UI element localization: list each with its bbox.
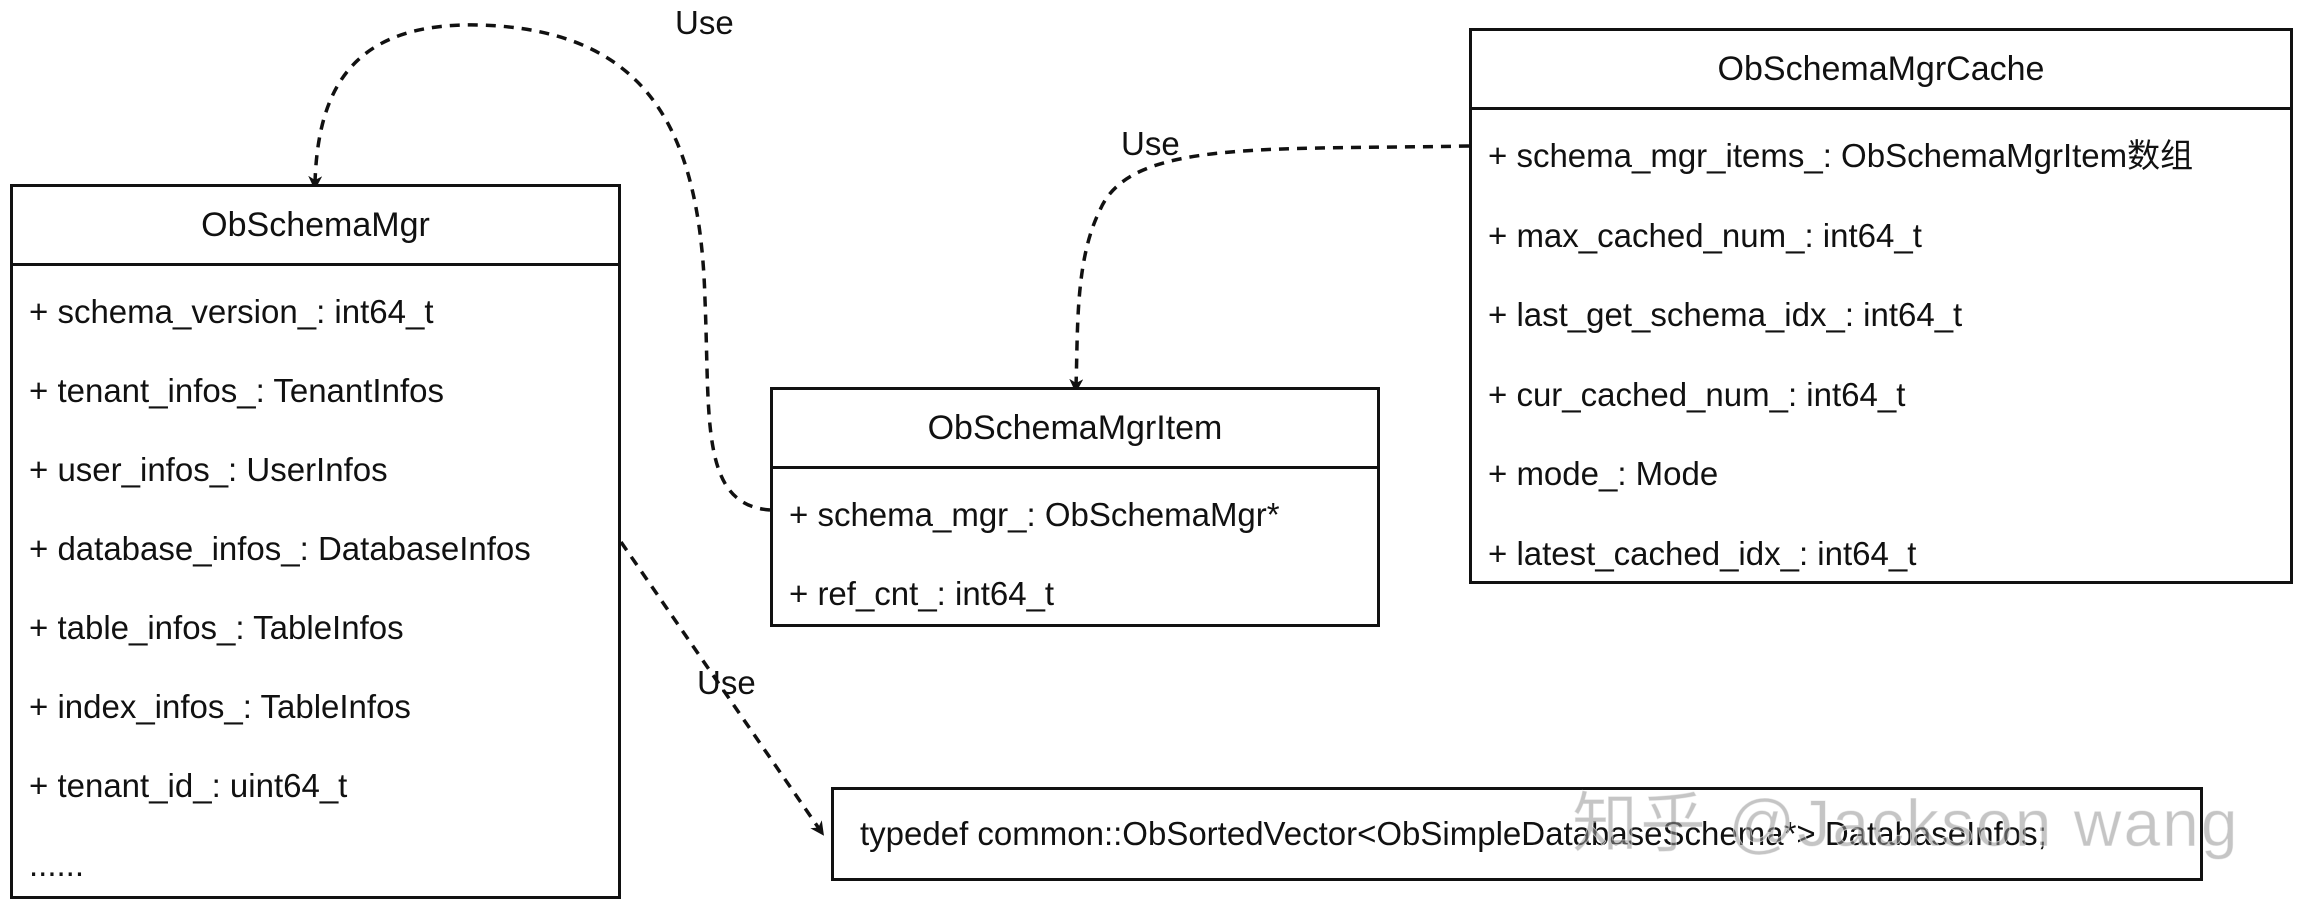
class-field: + cur_cached_num_: int64_t bbox=[1488, 375, 1906, 413]
class-field: + latest_cached_idx_: int64_t bbox=[1488, 534, 1917, 572]
class-field: + mode_: Mode bbox=[1488, 455, 1719, 492]
class-field: + user_infos_: UserInfos bbox=[29, 451, 388, 488]
class-title: ObSchemaMgrItem bbox=[773, 390, 1377, 469]
class-field: + schema_mgr_: ObSchemaMgr* bbox=[789, 496, 1280, 533]
edge-cache-to-item bbox=[1069, 144, 1470, 393]
class-fields: + schema_mgr_items_: ObSchemaMgrItem数组 +… bbox=[1472, 110, 2290, 593]
class-box-obschemamgr[interactable]: ObSchemaMgr + schema_version_: int64_t +… bbox=[10, 184, 621, 899]
class-box-obschemamgritem[interactable]: ObSchemaMgrItem + schema_mgr_: ObSchemaM… bbox=[770, 387, 1380, 627]
class-field: + index_infos_: TableInfos bbox=[29, 688, 411, 725]
typedef-box[interactable]: typedef common::ObSortedVector<ObSimpleD… bbox=[831, 787, 2203, 881]
class-field: + last_get_schema_idx_: int64_t bbox=[1488, 296, 1963, 333]
class-field: + schema_mgr_items_: ObSchemaMgrItem数组 bbox=[1488, 137, 2194, 174]
class-field: + schema_version_: int64_t bbox=[29, 293, 434, 330]
class-field-ellipsis: ...... bbox=[29, 846, 85, 883]
class-fields: + schema_mgr_: ObSchemaMgr* + ref_cnt_: … bbox=[773, 469, 1377, 633]
class-field: + table_infos_: TableInfos bbox=[29, 609, 404, 646]
class-title: ObSchemaMgrCache bbox=[1472, 31, 2290, 110]
class-box-obschemamgrcache[interactable]: ObSchemaMgrCache + schema_mgr_items_: Ob… bbox=[1469, 28, 2293, 584]
class-title: ObSchemaMgr bbox=[13, 187, 618, 266]
class-fields: + schema_version_: int64_t + tenant_info… bbox=[13, 266, 618, 904]
edge-label-use: Use bbox=[675, 4, 734, 41]
class-field: + max_cached_num_: int64_t bbox=[1488, 216, 1922, 254]
class-field: + database_infos_: DatabaseInfos bbox=[29, 530, 531, 567]
edge-label-use: Use bbox=[1121, 125, 1180, 162]
class-field: + tenant_infos_: TenantInfos bbox=[29, 372, 444, 409]
class-field: + ref_cnt_: int64_t bbox=[789, 575, 1055, 612]
edge-label-use: Use bbox=[697, 664, 756, 701]
watermark-text: 知乎 @Jackson wang bbox=[1572, 786, 2240, 861]
class-field: + tenant_id_: uint64_t bbox=[29, 767, 348, 804]
